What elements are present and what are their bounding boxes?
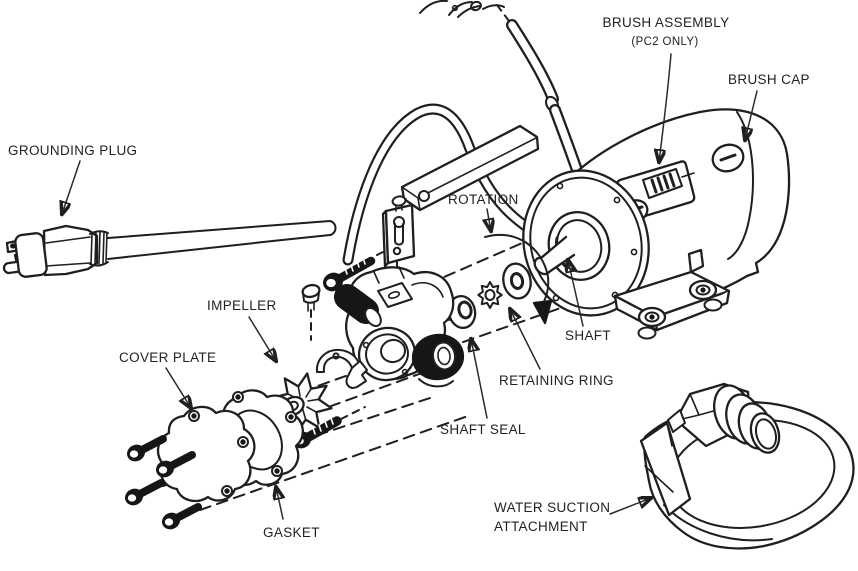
- pump-inlet-port: [334, 284, 379, 324]
- callout-grounding-plug: GROUNDING PLUG: [8, 143, 137, 214]
- label-impeller: IMPELLER: [207, 298, 277, 313]
- pump-front-opening: [357, 326, 417, 382]
- callout-rotation: ROTATION: [448, 192, 519, 231]
- plug-face: [14, 232, 48, 278]
- mounting-bracket: [381, 195, 416, 268]
- leader-shaft-seal: [471, 339, 488, 419]
- cover-screw: [127, 435, 167, 462]
- pump-top-tab: [377, 282, 413, 308]
- washer: [502, 262, 532, 300]
- callouts: GROUNDING PLUG BRUSH ASSEMBLY (PC2 ONLY)…: [8, 15, 810, 540]
- leader-water-suction: [609, 498, 651, 515]
- brush-cap: [711, 143, 745, 173]
- leader-gasket: [276, 487, 283, 520]
- cover-screw: [156, 451, 196, 478]
- suction-nozzle: [667, 382, 781, 454]
- leader-brush-cap: [745, 90, 758, 140]
- leader-rotation: [487, 208, 491, 231]
- callout-water-suction: WATER SUCTION ATTACHMENT: [494, 498, 651, 534]
- suction-wedge: [639, 421, 692, 517]
- leader-impeller: [248, 316, 276, 361]
- water-suction-attachment: [639, 382, 855, 550]
- top-assembly-fragment: [419, 0, 505, 18]
- label-shaft-seal: SHAFT SEAL: [440, 422, 526, 437]
- hex-screw: [323, 256, 376, 292]
- pump-discharge-port: [411, 333, 465, 381]
- cam-plate: [315, 348, 368, 389]
- leader-shaft: [568, 260, 584, 327]
- callout-shaft-seal: SHAFT SEAL: [440, 339, 526, 437]
- leader-grounding-plug: [62, 160, 81, 214]
- retaining-ring: [477, 281, 503, 309]
- label-gasket: GASKET: [263, 525, 320, 540]
- carry-handle: [398, 124, 540, 212]
- bracket-screw: [391, 195, 407, 207]
- power-cord: [107, 220, 337, 260]
- label-cover-plate: COVER PLATE: [119, 350, 216, 365]
- label-rotation: ROTATION: [448, 192, 519, 207]
- callout-shaft: SHAFT: [565, 260, 611, 343]
- label-retaining-ring: RETAINING RING: [499, 373, 614, 388]
- cover-plate: [156, 405, 256, 503]
- label-brush-cap: BRUSH CAP: [728, 72, 810, 87]
- callout-brush-assembly: BRUSH ASSEMBLY (PC2 ONLY): [603, 15, 730, 162]
- motor: [522, 108, 791, 340]
- callout-gasket: GASKET: [263, 487, 320, 540]
- callout-brush-cap: BRUSH CAP: [728, 72, 810, 140]
- rubber-foot: [688, 279, 718, 301]
- label-grounding-plug: GROUNDING PLUG: [8, 143, 137, 158]
- plug-body: [42, 224, 99, 277]
- label-brush-assembly: BRUSH ASSEMBLY: [603, 15, 730, 30]
- rotation-arrow: [484, 233, 553, 325]
- pan-screw: [301, 283, 321, 312]
- label-water-suction-line2: ATTACHMENT: [494, 519, 588, 534]
- motor-base: [613, 248, 731, 340]
- callout-retaining-ring: RETAINING RING: [499, 309, 614, 388]
- pump-housing: [334, 266, 465, 388]
- leader-retaining-ring: [510, 309, 541, 370]
- cover-screw: [125, 479, 165, 506]
- rubber-foot: [637, 306, 667, 328]
- label-brush-assembly-note: (PC2 ONLY): [631, 36, 698, 48]
- label-shaft: SHAFT: [565, 328, 611, 343]
- cover-screw: [162, 503, 202, 530]
- cord-collar-threads: [89, 230, 109, 267]
- callout-impeller: IMPELLER: [207, 298, 277, 361]
- leader-brush-assembly: [659, 53, 672, 162]
- label-water-suction-line1: WATER SUCTION: [494, 500, 610, 515]
- cover-screws: [125, 435, 202, 530]
- handle-pivot: [418, 190, 430, 202]
- leader-cover-plate: [165, 367, 191, 408]
- grounding-plug: [2, 220, 337, 278]
- handle-tube: [506, 19, 586, 185]
- callout-cover-plate: COVER PLATE: [119, 350, 216, 408]
- power-cord-loop: [342, 103, 563, 266]
